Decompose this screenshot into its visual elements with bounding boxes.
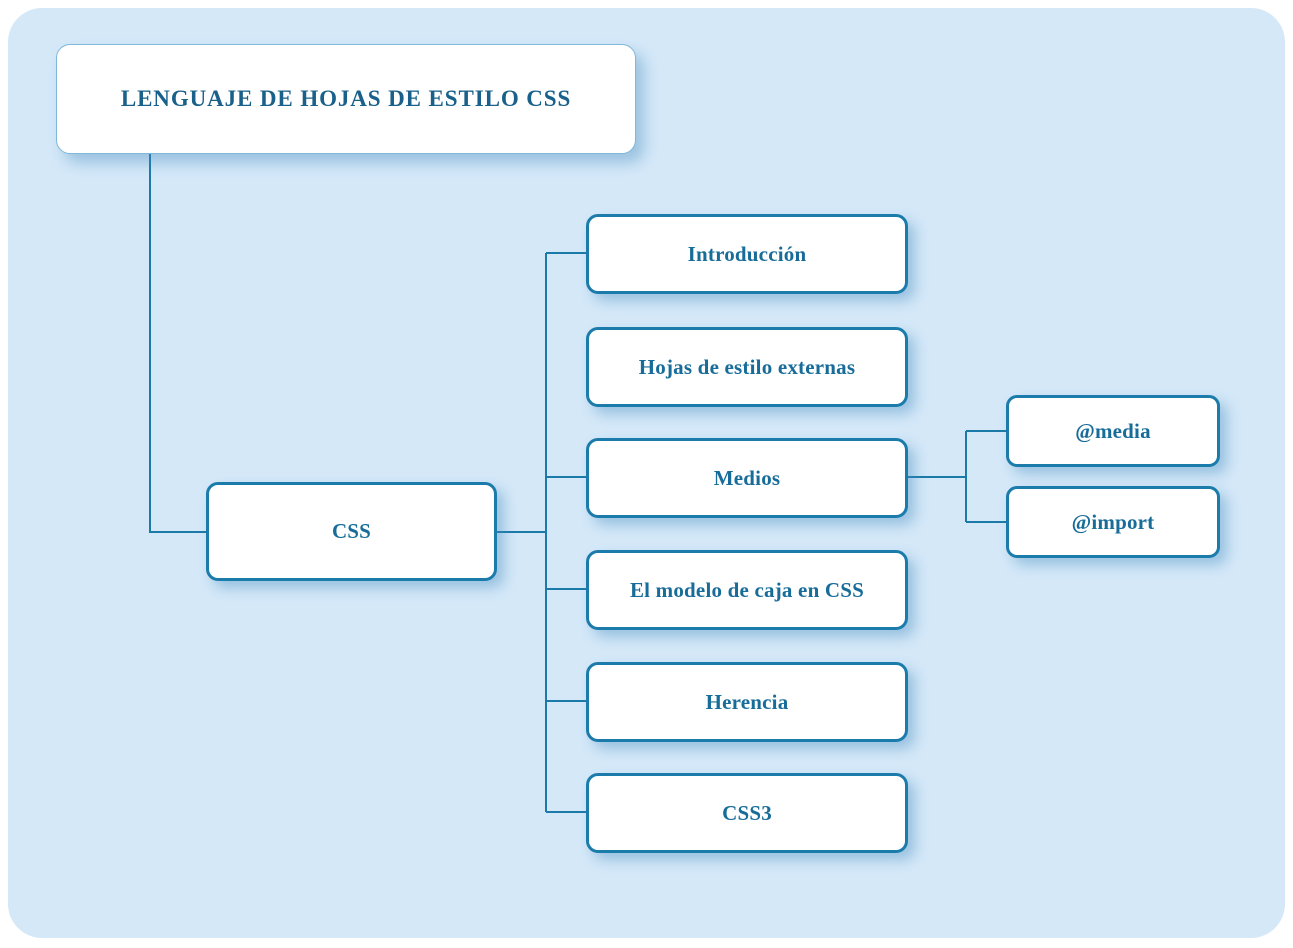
node-branch-herencia[interactable]: Herencia [586,662,908,742]
node-leaf-media[interactable]: @media [1006,395,1220,467]
node-root-label: LENGUAJE DE HOJAS DE ESTILO CSS [120,85,572,111]
node-leaf-import[interactable]: @import [1006,486,1220,558]
node-leaf-label: @media [1075,418,1151,443]
node-branch-css3[interactable]: CSS3 [586,773,908,853]
node-hub-css[interactable]: CSS [206,482,497,581]
node-branch-hojas-de-estilo-externas[interactable]: Hojas de estilo externas [586,327,908,407]
node-root-lenguaje-css[interactable]: LENGUAJE DE HOJAS DE ESTILO CSS [56,44,636,154]
node-branch-label: Hojas de estilo externas [638,354,856,379]
node-branch-label: Herencia [705,689,789,714]
node-branch-el-modelo-de-caja-en-css[interactable]: El modelo de caja en CSS [586,550,908,630]
node-branch-label: Introducción [687,241,807,266]
node-branch-medios[interactable]: Medios [586,438,908,518]
node-branch-label: Medios [713,465,781,490]
node-hub-label: CSS [331,519,372,544]
node-branch-label: CSS3 [722,800,772,825]
node-branch-introduccion[interactable]: Introducción [586,214,908,294]
node-branch-label: El modelo de caja en CSS [629,577,865,602]
node-leaf-label: @import [1071,509,1155,534]
